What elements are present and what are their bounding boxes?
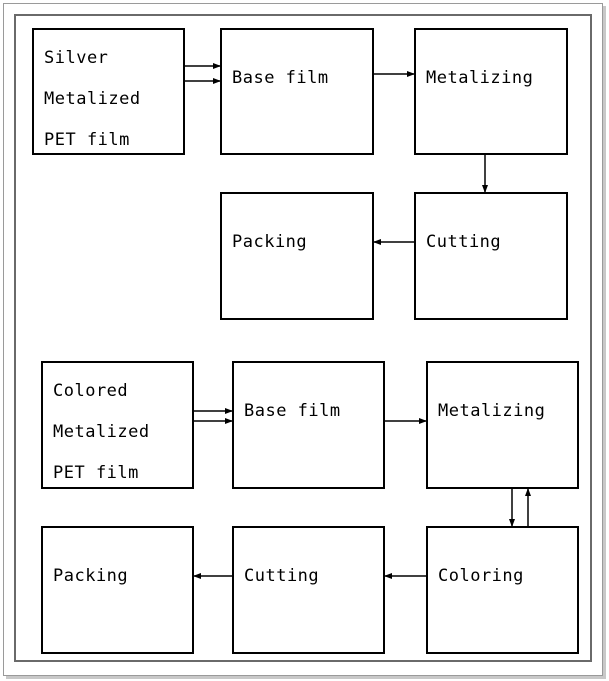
node-cutting-1: Cutting: [414, 192, 568, 320]
node-label-line-1: Silver: [44, 48, 109, 68]
node-metalizing-1: Metalizing: [414, 28, 568, 155]
node-label-line-3: PET film: [44, 130, 130, 150]
node-packing-2: Packing: [41, 526, 194, 654]
node-base-film-1: Base film: [220, 28, 374, 155]
node-label: Cutting: [244, 566, 320, 586]
node-label: Metalizing: [426, 68, 534, 88]
node-label-line-2: Metalized: [44, 89, 141, 109]
node-label: Metalizing: [438, 401, 546, 421]
node-label: Coloring: [438, 566, 524, 586]
node-metalizing-2: Metalizing: [426, 361, 579, 489]
node-base-film-2: Base film: [232, 361, 385, 489]
node-label: Cutting: [426, 232, 502, 252]
page-frame-inner: [14, 14, 592, 662]
node-silver-metalized-pet-film: Silver Metalized PET film: [32, 28, 185, 155]
node-label-line-3: PET film: [53, 463, 139, 483]
node-label-line-1: Colored: [53, 381, 129, 401]
node-cutting-2: Cutting: [232, 526, 385, 654]
node-label: Packing: [53, 566, 129, 586]
node-label: Packing: [232, 232, 308, 252]
node-label-line-2: Metalized: [53, 422, 150, 442]
node-label: Base film: [244, 401, 341, 421]
node-packing-1: Packing: [220, 192, 374, 320]
node-coloring-2: Coloring: [426, 526, 579, 654]
node-label: Base film: [232, 68, 329, 88]
node-colored-metalized-pet-film: Colored Metalized PET film: [41, 361, 194, 489]
